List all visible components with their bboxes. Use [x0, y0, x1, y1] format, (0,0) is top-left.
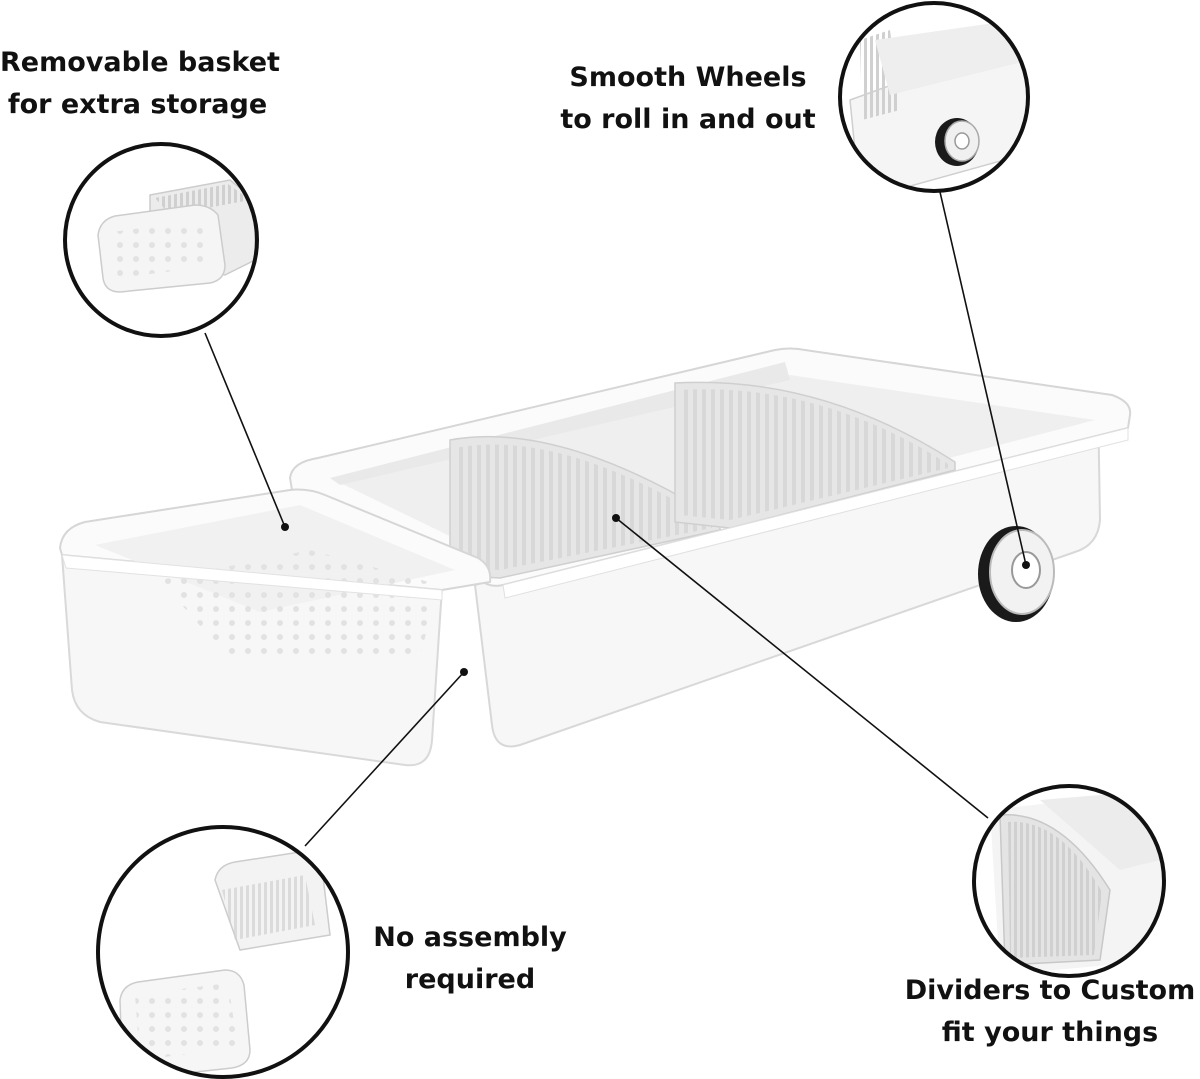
- removable-basket: [58, 488, 492, 767]
- wheels-label: Smooth Wheels to roll in and out: [548, 57, 828, 141]
- main-tray: [288, 347, 1132, 748]
- basket-label: Removable basket for extra storage: [0, 42, 280, 126]
- wheel-detail-circle: [838, 1, 1030, 193]
- dividers-label-line1: Dividers to Custom: [904, 975, 1196, 1006]
- dividers-detail-circle: [972, 784, 1166, 978]
- basket-detail-circle: [63, 142, 259, 338]
- assembly-detail-circle: [96, 825, 350, 1079]
- basket-label-line1: Removable basket: [0, 47, 280, 78]
- dividers-label: Dividers to Custom fit your things: [900, 970, 1200, 1054]
- wheels-label-line1: Smooth Wheels: [569, 62, 807, 93]
- tray-wheel: [978, 526, 1055, 622]
- assembly-label: No assembly required: [350, 917, 590, 1001]
- basket-label-line2: for extra storage: [7, 89, 268, 120]
- leader-lines: [204, 191, 1030, 847]
- dividers-label-line2: fit your things: [941, 1017, 1159, 1048]
- assembly-label-line2: required: [404, 964, 536, 995]
- assembly-label-line1: No assembly: [373, 922, 567, 953]
- wheels-label-line2: to roll in and out: [560, 104, 816, 135]
